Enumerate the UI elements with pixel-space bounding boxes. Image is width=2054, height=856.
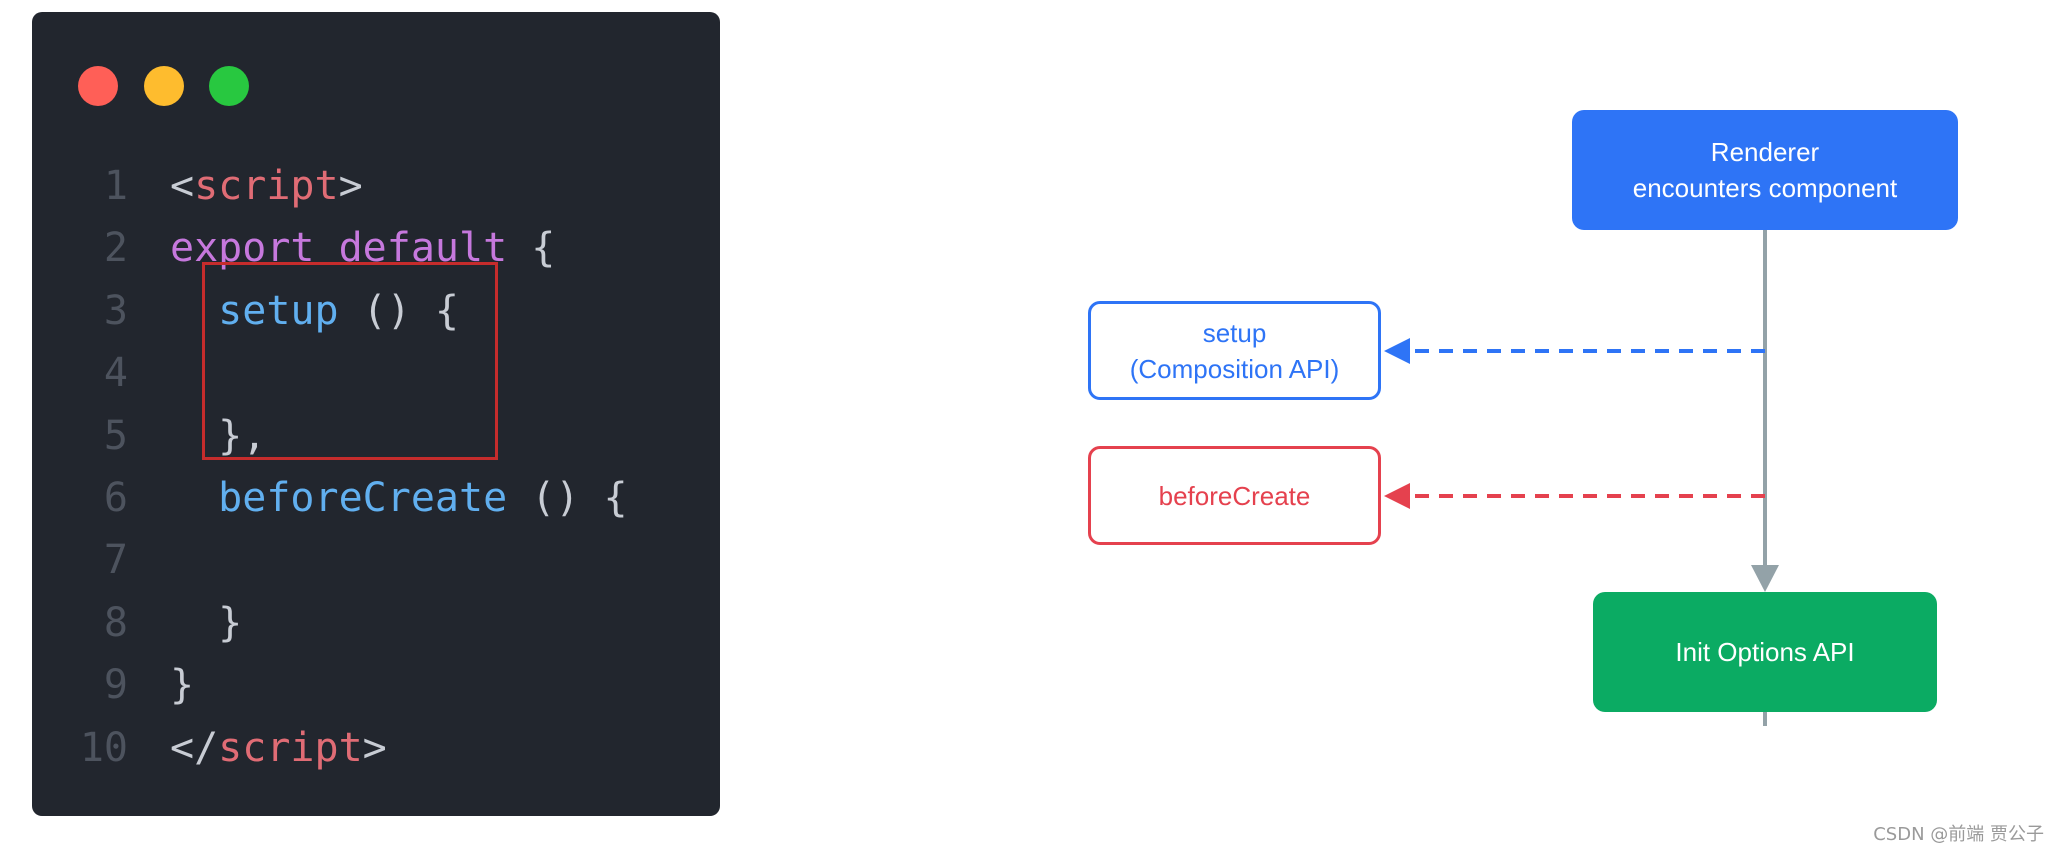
code-token: script — [218, 724, 363, 771]
line-code: }, — [170, 405, 266, 467]
line-number: 7 — [103, 537, 128, 584]
line-code: export default { — [170, 217, 555, 279]
before-create-node: beforeCreate — [1088, 446, 1381, 545]
code-token: setup — [218, 287, 339, 334]
line-number: 1 — [103, 163, 128, 209]
renderer-node: Renderer encounters component — [1572, 110, 1958, 230]
setup-label-line2: (Composition API) — [1129, 353, 1340, 384]
line-number: 10 — [79, 724, 128, 771]
main-flow-arrowhead — [1751, 565, 1779, 592]
line-code: beforeCreate () { — [170, 467, 628, 529]
line-number: 6 — [103, 475, 128, 521]
code-token: { — [507, 225, 556, 272]
code-token: } — [218, 599, 243, 646]
window-maximize-dot[interactable] — [209, 66, 249, 106]
setup-highlight-box — [202, 262, 498, 460]
init-options-label: Init Options API — [1675, 637, 1855, 667]
init-options-node: Init Options API — [1593, 592, 1937, 712]
setup-arrowhead — [1384, 338, 1410, 364]
line-code: } — [170, 592, 242, 654]
window-minimize-dot[interactable] — [144, 66, 184, 106]
code-token: }, — [218, 412, 267, 459]
line-number: 3 — [103, 287, 128, 334]
code-token: } — [170, 662, 195, 709]
line-number: 2 — [103, 225, 128, 272]
code-token: script — [194, 163, 339, 209]
code-token: < — [170, 163, 195, 209]
line-code: setup () { — [170, 280, 459, 342]
before-create-label: beforeCreate — [1158, 480, 1311, 511]
line-number: 4 — [103, 350, 128, 397]
code-token: > — [338, 163, 363, 209]
setup-label-line1: setup — [1202, 317, 1267, 348]
line-number: 8 — [103, 599, 128, 646]
window-close-dot[interactable] — [78, 66, 118, 106]
code-token: beforeCreate — [218, 475, 508, 521]
renderer-label-line1: Renderer — [1710, 137, 1820, 167]
line-number: 5 — [103, 412, 128, 459]
line-code: <script> — [170, 155, 363, 217]
code-token: > — [362, 724, 387, 771]
watermark: CSDN @前端 贾公子 — [1873, 824, 2044, 845]
setup-node: setup (Composition API) — [1088, 301, 1381, 400]
before-create-arrowhead — [1384, 483, 1410, 509]
code-token: </ — [170, 724, 219, 771]
renderer-label-line2: encounters component — [1632, 173, 1898, 203]
line-number: 9 — [103, 662, 128, 709]
code-token: () { — [507, 475, 628, 521]
line-code: } — [170, 654, 194, 716]
code-token: () { — [338, 287, 460, 334]
line-code: </script> — [170, 717, 387, 779]
